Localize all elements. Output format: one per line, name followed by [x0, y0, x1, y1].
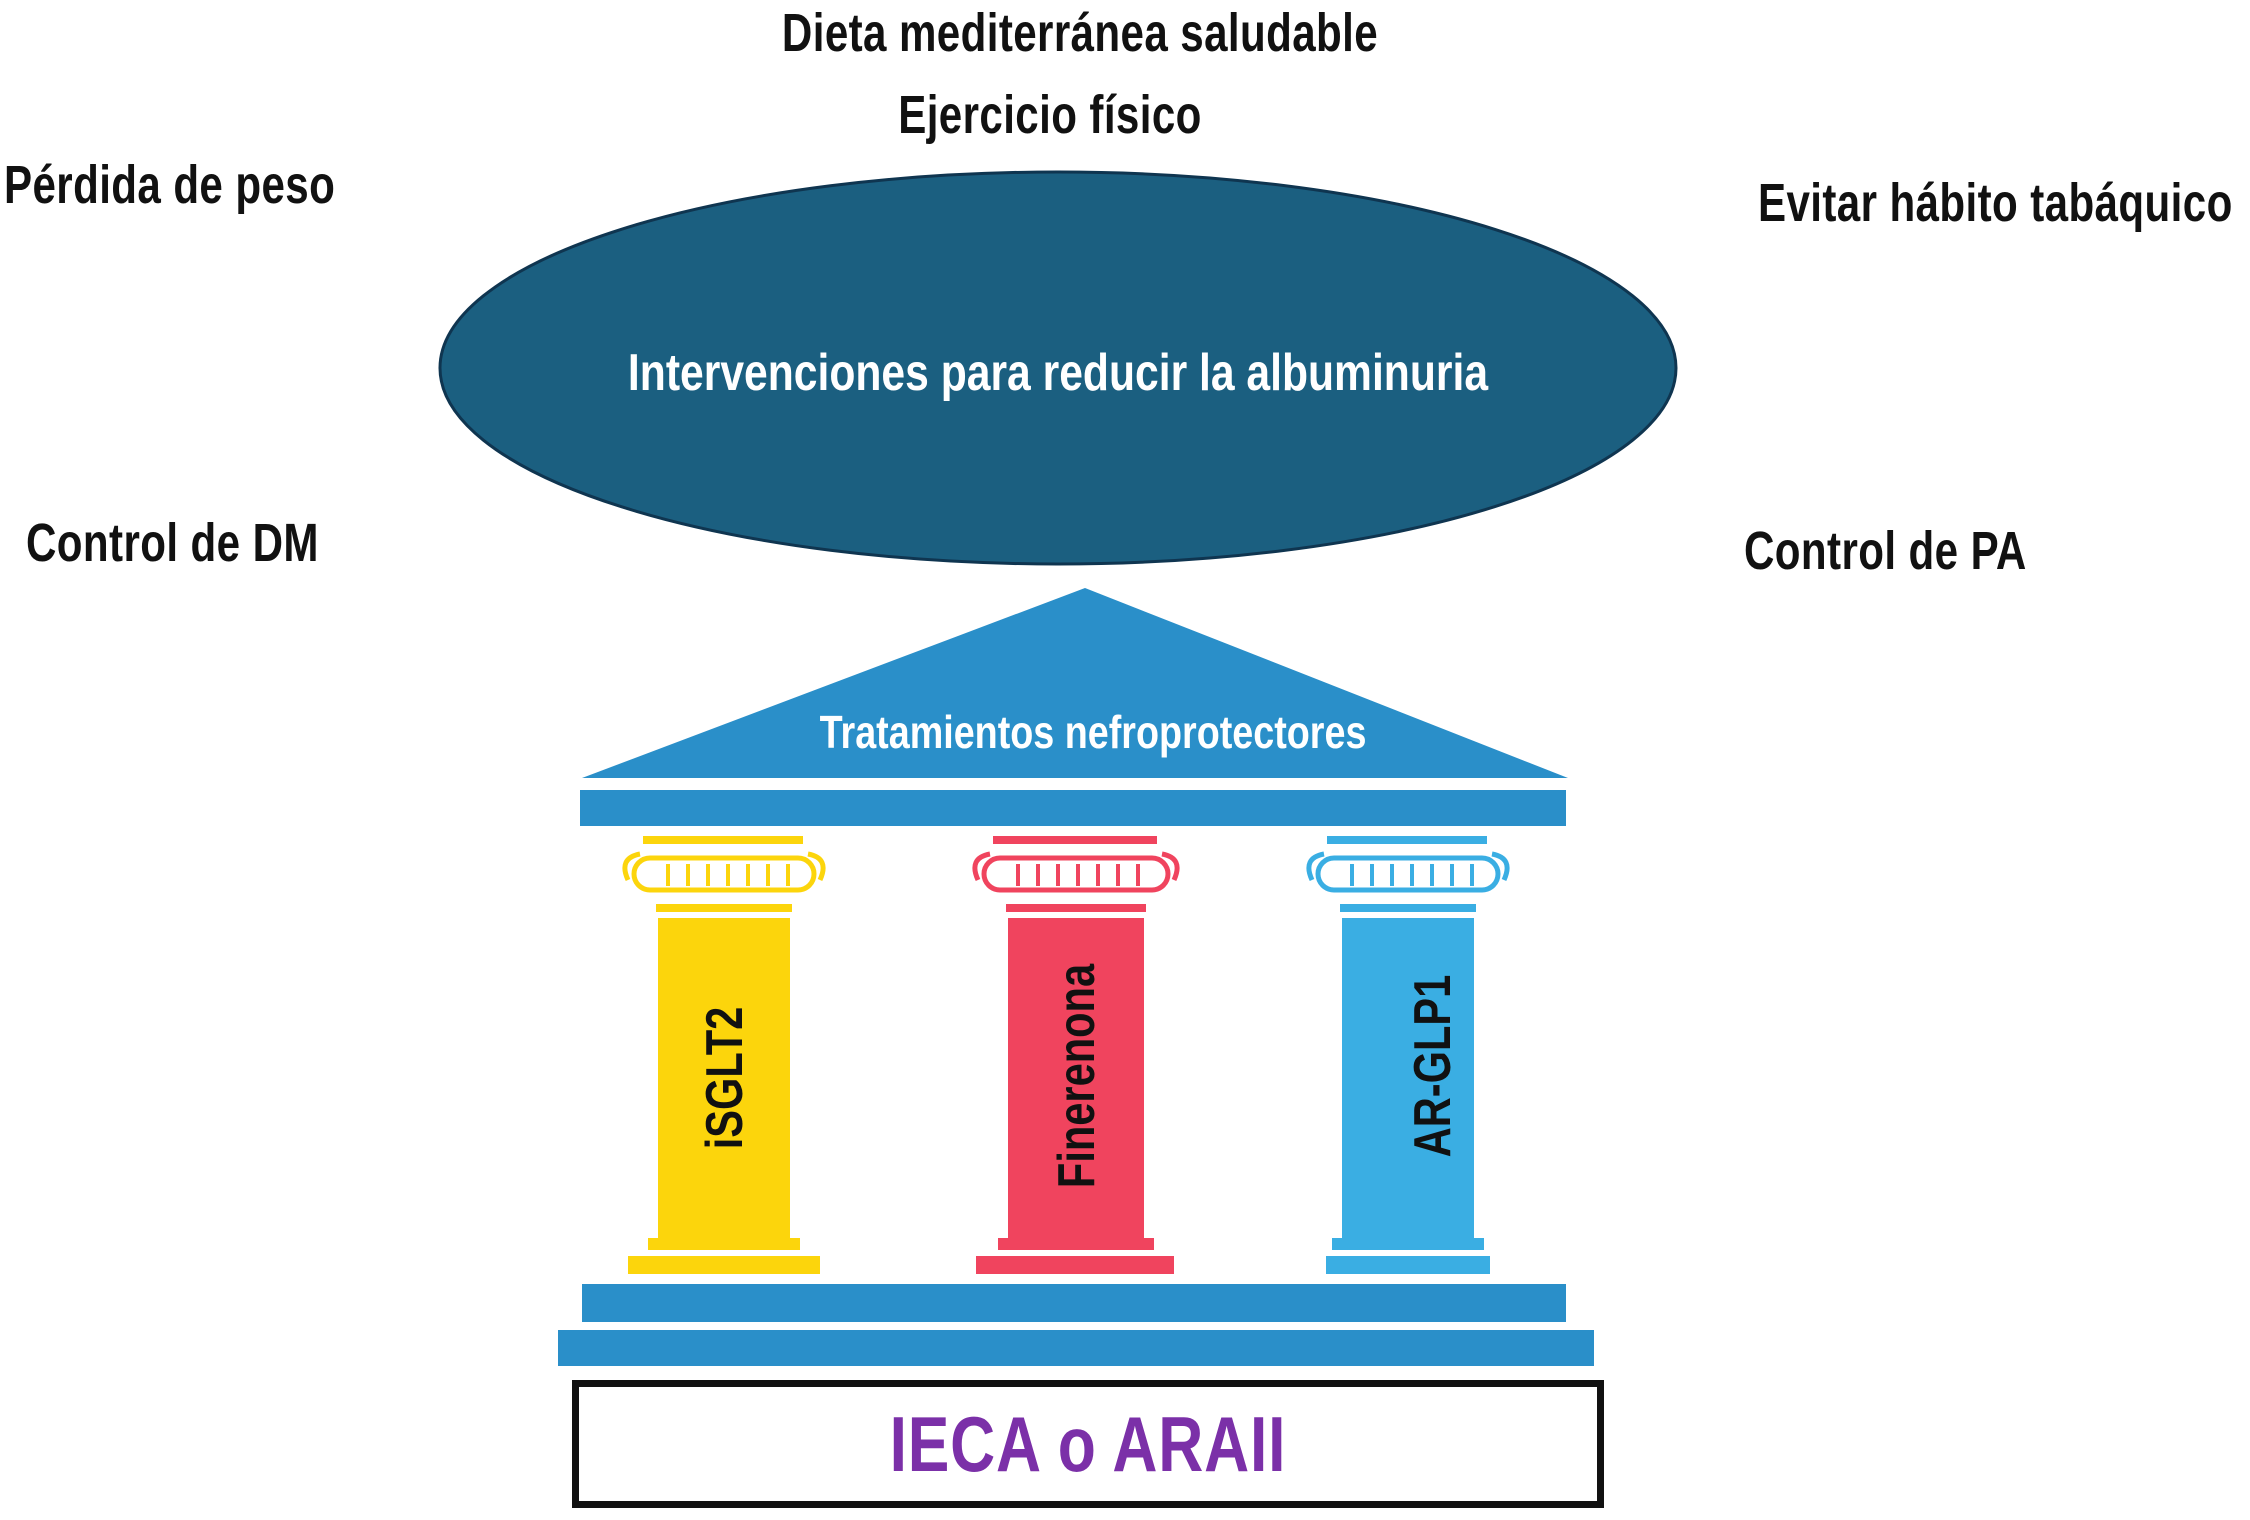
lifestyle-exercise-label: Ejercicio físico — [898, 85, 1202, 145]
pillar-finerenona-label: Finerenona — [1047, 963, 1106, 1188]
temple-roof — [582, 588, 1568, 778]
temple-base-step-lower — [558, 1330, 1594, 1366]
pillar-ar-glp1 — [1306, 836, 1510, 1274]
roof-label: Tratamientos nefroprotectores — [820, 706, 1367, 757]
lifestyle-diet-label: Dieta mediterránea saludable — [781, 3, 1379, 63]
foundation-label: IECA o ARAII — [889, 1399, 1287, 1488]
goal-ellipse — [438, 170, 1678, 566]
goal-label: Intervenciones para reducir la albuminur… — [628, 344, 1489, 402]
pillar-finerenona — [972, 836, 1180, 1274]
lifestyle-smoking-label: Evitar hábito tabáquico — [1758, 173, 2233, 233]
pillar-isglt2-label: iSGLT2 — [695, 1007, 754, 1150]
foundation-box: IECA o ARAII — [572, 1380, 1604, 1508]
bp-control-label: Control de PA — [1744, 521, 2027, 581]
temple-entablature — [580, 790, 1566, 826]
lifestyle-weight-label: Pérdida de peso — [4, 155, 336, 215]
pillar-ar-glp1-label: AR-GLP1 — [1403, 975, 1462, 1158]
pillar-isglt2 — [622, 836, 826, 1274]
dm-control-label: Control de DM — [26, 513, 319, 573]
temple-base-step-upper — [582, 1284, 1566, 1322]
